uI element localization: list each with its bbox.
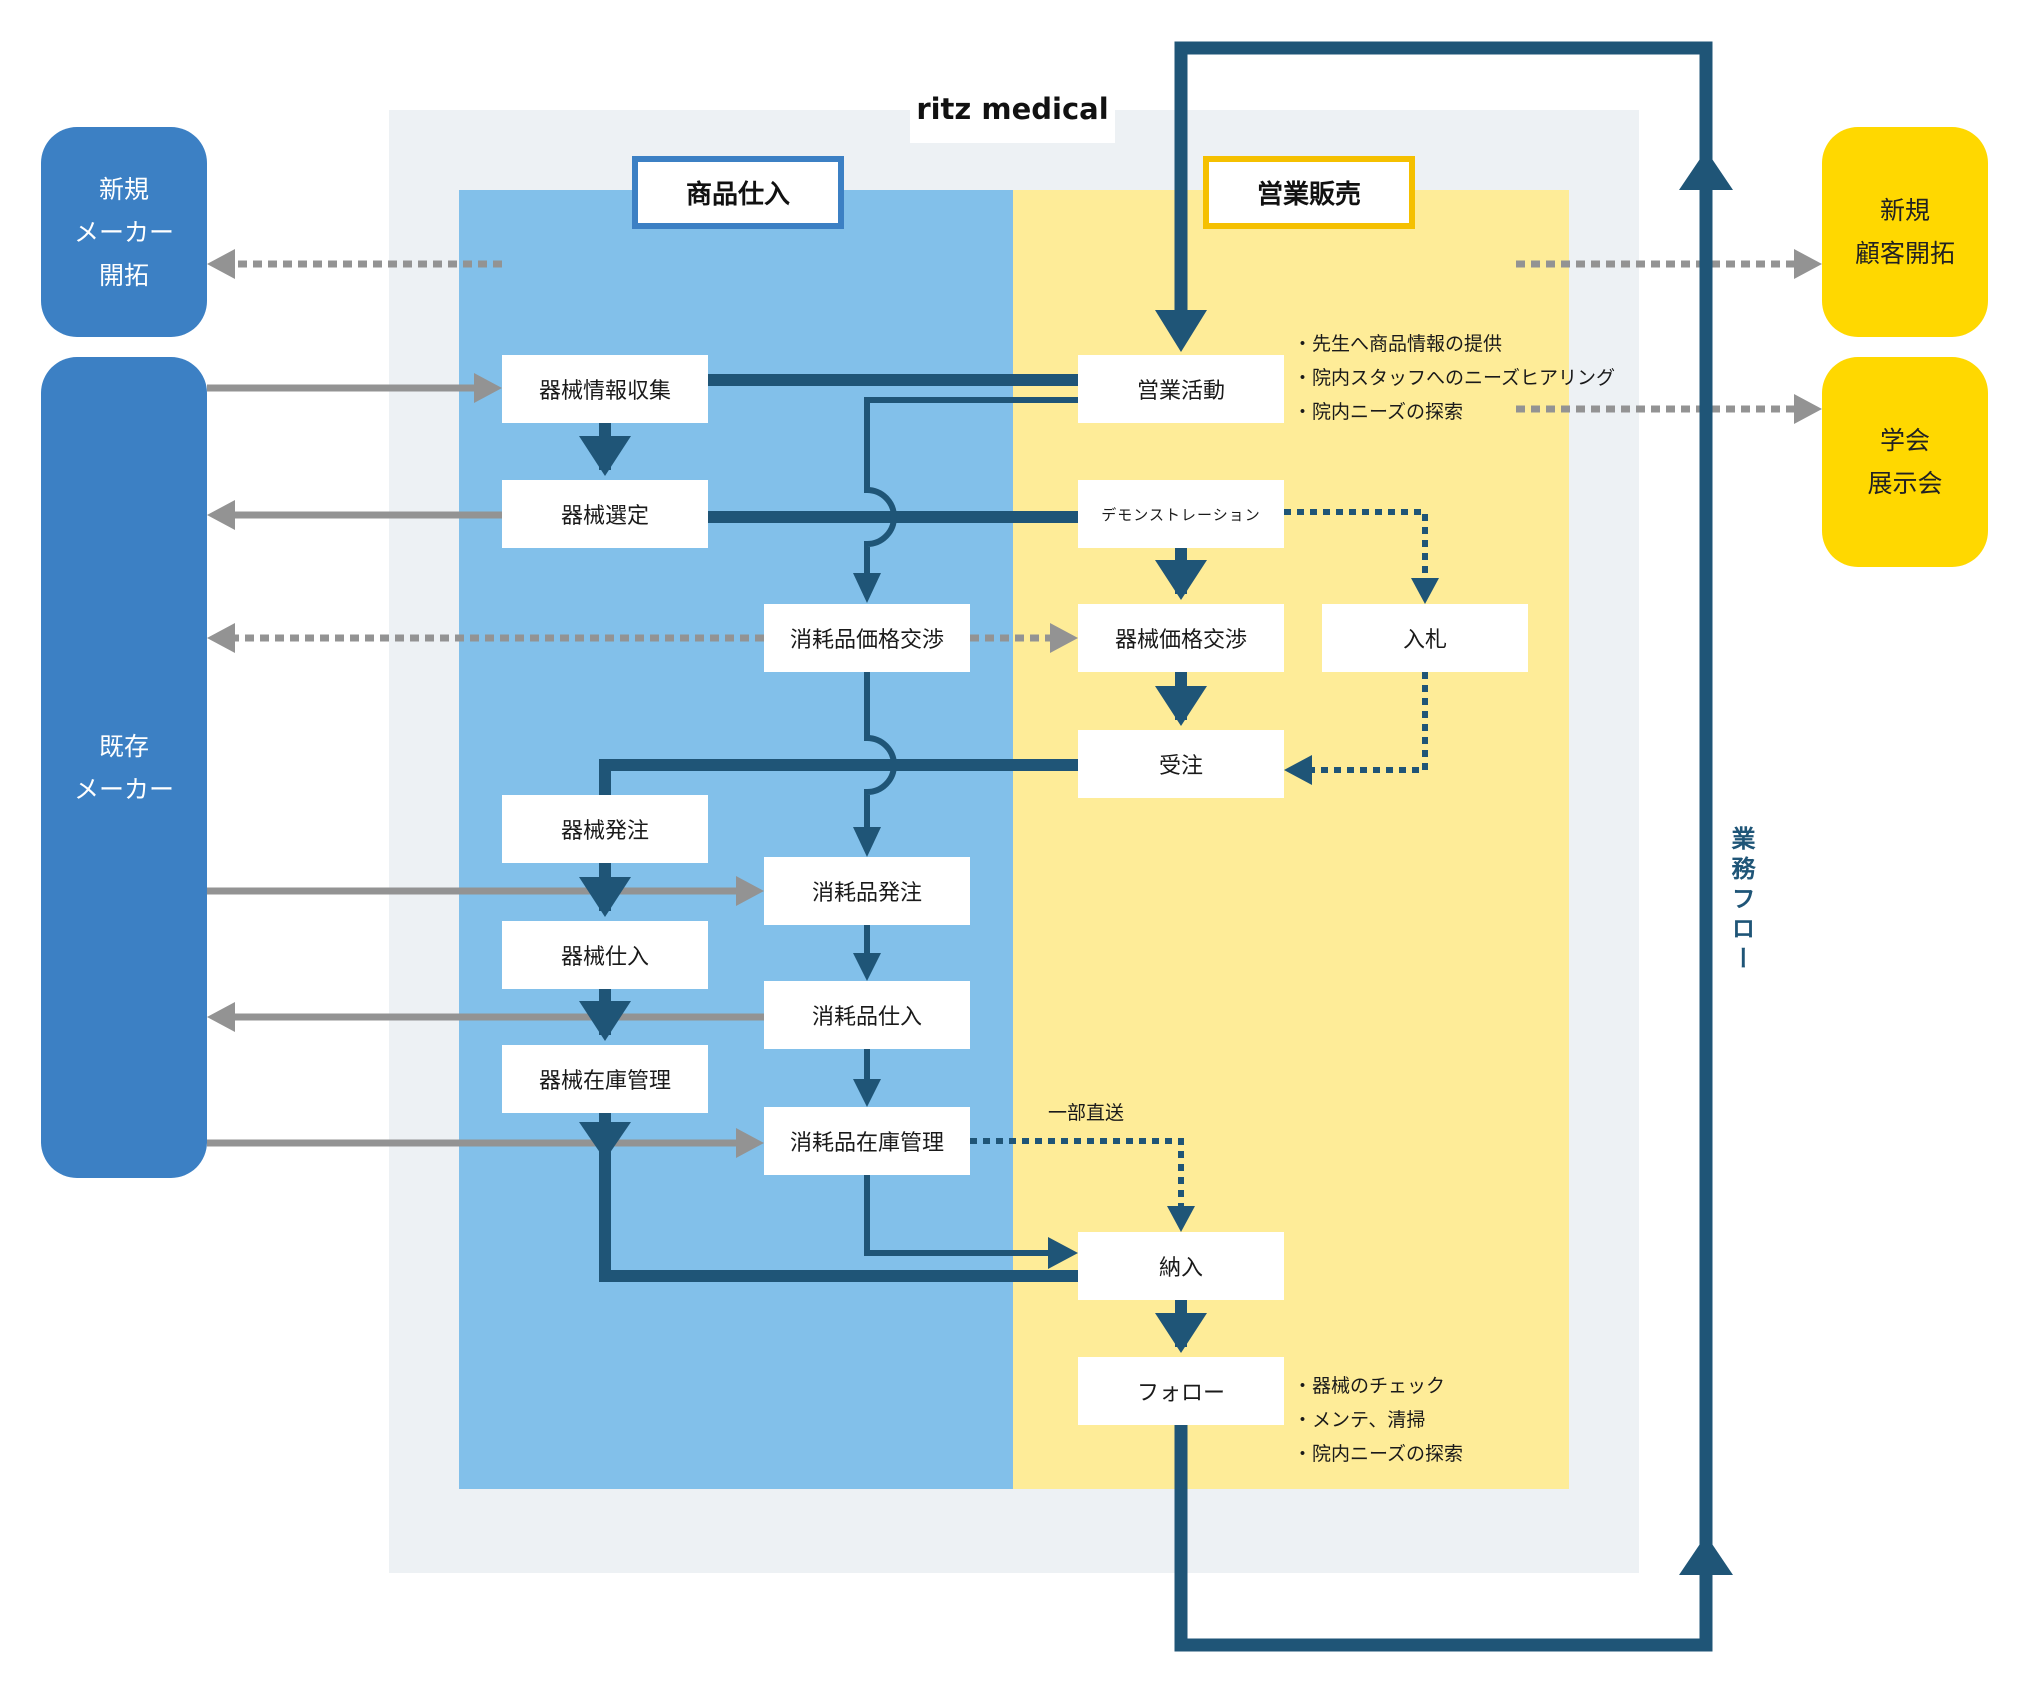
info-to-selection-arrowhead-icon [579,436,631,476]
new-maker-arrowhead-icon [207,249,235,279]
consumable-negotiation-arrowhead-icon [853,573,881,603]
consumable-purchase-to-maker-arrowhead-icon [207,1002,235,1032]
existing-maker-box: 既存 メーカー [41,357,207,1178]
loop-up-arrowhead-icon [1679,1535,1733,1575]
bidding-arrowhead-icon [1411,578,1439,604]
step-consumable-price-negotiation: 消耗品価格交渉 [764,604,970,672]
step-equipment-price-negotiation: 器械価格交渉 [1078,604,1284,672]
connector-lines [207,41,1822,1652]
consumable-purchase-arrowhead-icon [853,953,881,981]
new-customer-line-2: 顧客開拓 [1854,239,1955,268]
conference-line-2: 展示会 [1867,469,1943,498]
delivery-arrowhead-icon [1048,1237,1078,1269]
maker-to-consumable-inventory-arrowhead-icon [736,1128,764,1158]
price-negotiation-link-arrowhead-icon [1050,623,1078,653]
step-equipment-order: 器械発注 [502,795,708,863]
step-equipment-info: 器械情報収集 [502,355,708,423]
conference-arrowhead-icon [1794,394,1822,424]
step-follow-up: フォロー [1078,1357,1284,1425]
price-negotiation-to-maker-arrowhead-icon [207,623,235,653]
step-bidding: 入札 [1322,604,1528,672]
partial-direct-dotted-line [970,1138,1184,1206]
conference-line-1: 学会 [1879,426,1930,455]
equipment-order-to-purchase-arrowhead-icon [579,877,631,917]
new-customer-arrowhead-icon [1794,249,1822,279]
follow-up-note: ・器械のチェック [1293,1375,1446,1397]
new-customer-line-1: 新規 [1879,196,1930,225]
existing-maker-line-2: メーカー [73,774,174,804]
bidding-to-order-dotted-line [1310,672,1428,773]
sales-activity-notes: ・先生へ商品情報の提供 ・院内スタッフへのニーズヒアリング ・院内ニーズの探索 [1293,327,1615,429]
consumable-inventory-to-delivery-line [864,1175,1050,1256]
sales-activity-note: ・院内スタッフへのニーズヒアリング [1293,367,1616,389]
step-consumable-order: 消耗品発注 [764,857,970,925]
business-flow-label: 業務フロー [1727,826,1755,976]
step-order-received: 受注 [1078,730,1284,798]
delivery-to-follow-up-arrowhead-icon [1155,1313,1207,1353]
new-maker-line-3: 開拓 [98,260,149,290]
step-equipment-purchase: 器械仕入 [502,921,708,989]
maker-to-equipment-info-arrowhead-icon [474,373,502,403]
follow-up-note: ・院内ニーズの探索 [1293,1443,1464,1465]
step-delivery: 納入 [1078,1232,1284,1300]
partial-direct-label: 一部直送 [1048,1102,1125,1124]
sales-column-title: 営業販売 [1203,156,1415,229]
step-demonstration: デモンストレーション [1078,480,1284,548]
step-equipment-inventory: 器械在庫管理 [502,1045,708,1113]
equipment-inventory-arrowhead-icon [579,1122,631,1160]
order-received-arrowhead-icon [1284,755,1312,785]
new-maker-line-2: メーカー [73,217,174,247]
partial-direct-arrowhead-icon [1167,1206,1195,1232]
business-flow-loop-line [1174,41,1713,1652]
new-maker-line-1: 新規 [98,174,149,204]
demo-to-price-negotiation-arrowhead-icon [1155,560,1207,600]
follow-up-note: ・メンテ、清掃 [1293,1409,1426,1431]
selection-to-maker-arrowhead-icon [207,500,235,530]
sales-activity-note: ・院内ニーズの探索 [1293,401,1464,423]
order-to-equipment-order-line [599,759,1078,795]
loop-up-arrowhead-icon [1679,150,1733,190]
follow-up-notes: ・器械のチェック ・メンテ、清掃 ・院内ニーズの探索 [1293,1369,1463,1471]
loop-into-sales-arrowhead-icon [1155,310,1207,352]
sales-activity-note: ・先生へ商品情報の提供 [1293,333,1503,355]
consumable-inventory-arrowhead-icon [853,1079,881,1107]
existing-maker-line-1: 既存 [98,731,149,761]
step-consumable-inventory: 消耗品在庫管理 [764,1107,970,1175]
conference-box: 学会 展示会 [1822,357,1988,567]
company-label: ritz medical [910,75,1115,143]
maker-to-consumable-order-arrowhead-icon [736,876,764,906]
purchasing-column-title: 商品仕入 [632,156,844,229]
equipment-purchase-to-inventory-arrowhead-icon [579,1001,631,1041]
step-sales-activity: 営業活動 [1078,355,1284,423]
step-consumable-purchase: 消耗品仕入 [764,981,970,1049]
demo-to-bidding-dotted-line [1284,509,1428,578]
price-negotiation-to-order-arrowhead-icon [1155,686,1207,726]
step-equipment-selection: 器械選定 [502,480,708,548]
equipment-inventory-to-delivery-line [599,1113,1078,1282]
new-customer-box: 新規 顧客開拓 [1822,127,1988,337]
new-maker-box: 新規 メーカー 開拓 [41,127,207,337]
sales-to-consumable-negotiation-line [864,397,1078,575]
consumable-order-arrowhead-icon [853,827,881,857]
